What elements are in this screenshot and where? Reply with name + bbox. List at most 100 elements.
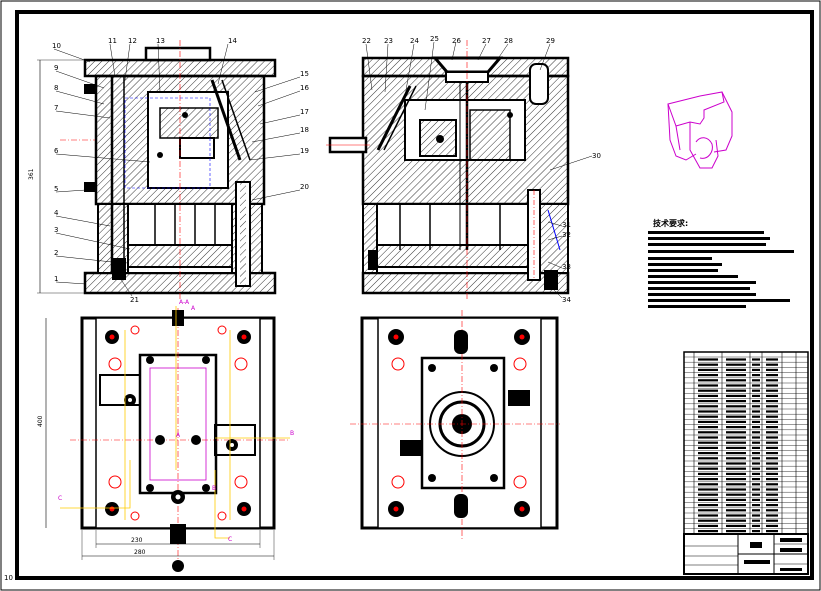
parts-list-cell-fill <box>698 368 718 371</box>
parts-list-cell-fill <box>726 493 746 496</box>
parts-list-cell-fill <box>766 452 778 455</box>
parts-list-cell-fill <box>752 405 760 408</box>
parts-list-cell-fill <box>726 400 746 403</box>
parts-list-cell-fill <box>698 358 718 361</box>
plan-height-label: 400 <box>37 415 44 427</box>
parts-list-cell-fill <box>698 504 718 507</box>
plan-view-right <box>350 310 560 540</box>
plan-marker: B <box>212 485 216 492</box>
parts-list-cell-fill <box>752 514 760 517</box>
parts-list-cell-fill <box>726 436 746 439</box>
part-label: 5 <box>54 185 58 193</box>
parts-list-cell-fill <box>766 415 778 418</box>
parts-list-cell-fill <box>698 431 718 434</box>
parts-list-cell-fill <box>726 394 746 397</box>
part-label: 12 <box>128 37 137 45</box>
part-label: 9 <box>54 64 58 72</box>
parts-list-cell-fill <box>766 379 778 382</box>
right-leaders <box>365 41 593 299</box>
part-label: 13 <box>156 37 165 45</box>
parts-list-cell-fill <box>726 384 746 387</box>
parts-list-cell-fill <box>726 488 746 491</box>
parts-list-cell-fill <box>698 441 718 444</box>
title-block <box>683 533 809 575</box>
parts-list-cell-fill <box>698 467 718 470</box>
parts-list-cell-fill <box>752 394 760 397</box>
section-mark: A-A <box>179 299 190 306</box>
parts-list-cell-fill <box>698 415 718 418</box>
parts-list-cell-fill <box>766 358 778 361</box>
plan-inner-width-label: 230 <box>131 537 143 544</box>
parts-list-cell-fill <box>726 426 746 429</box>
parts-list-cell-fill <box>726 530 746 533</box>
parts-list-cell-fill <box>766 504 778 507</box>
parts-list-cell-fill <box>752 493 760 496</box>
parts-list-cell-fill <box>752 478 760 481</box>
part-label: 6 <box>54 147 59 155</box>
parts-list-cell-fill <box>752 415 760 418</box>
part-label: 22 <box>362 37 371 45</box>
parts-list-cell-fill <box>752 504 760 507</box>
parts-list-cell-fill <box>726 374 746 377</box>
parts-list-cell-fill <box>698 519 718 522</box>
parts-list-cell-fill <box>752 431 760 434</box>
parts-list-cell-fill <box>726 379 746 382</box>
parts-list-cell-fill <box>726 457 746 460</box>
parts-list-cell-fill <box>698 394 718 397</box>
parts-list-cell-fill <box>766 405 778 408</box>
parts-list-cell-fill <box>766 426 778 429</box>
parts-list-cell-fill <box>698 400 718 403</box>
part-label: 26 <box>452 37 461 45</box>
parts-list-cell-fill <box>766 389 778 392</box>
parts-list-cell-fill <box>726 498 746 501</box>
parts-list-cell-fill <box>766 509 778 512</box>
parts-list-cell-fill <box>766 374 778 377</box>
parts-list-cell-fill <box>698 426 718 429</box>
parts-list-cell-fill <box>698 509 718 512</box>
parts-list-cell-fill <box>726 452 746 455</box>
parts-list-cell-fill <box>766 530 778 533</box>
parts-list-cell-fill <box>698 446 718 449</box>
part-label: 8 <box>54 84 58 92</box>
parts-list-cell-fill <box>726 405 746 408</box>
parts-list-cell-fill <box>752 389 760 392</box>
parts-list-cell-fill <box>698 530 718 533</box>
parts-list-cell-fill <box>766 483 778 486</box>
parts-list-cell-fill <box>752 379 760 382</box>
parts-list-cell-fill <box>766 446 778 449</box>
parts-list-cell-fill <box>726 467 746 470</box>
parts-list-cell-fill <box>752 384 760 387</box>
parts-list-cell-fill <box>766 488 778 491</box>
parts-list-cell-fill <box>698 452 718 455</box>
left-leaders <box>53 43 301 297</box>
parts-list-cell-fill <box>726 415 746 418</box>
plan-outer-width-label: 280 <box>134 549 146 556</box>
parts-list-cell-fill <box>726 514 746 517</box>
parts-list-cell-fill <box>726 509 746 512</box>
part-label: 1 <box>54 275 58 283</box>
parts-list-cell-fill <box>698 472 718 475</box>
parts-list-cell-fill <box>766 498 778 501</box>
inner-frame <box>15 10 814 580</box>
part-label: 29 <box>546 37 555 45</box>
part-label: 7 <box>54 104 58 112</box>
parts-list-cell-fill <box>766 493 778 496</box>
parts-list-cell-fill <box>726 441 746 444</box>
parts-list-cell-fill <box>698 488 718 491</box>
parts-list-cell-fill <box>726 483 746 486</box>
parts-list-cell-fill <box>726 519 746 522</box>
plan-marker: C <box>228 536 232 543</box>
parts-list-cell-fill <box>752 420 760 423</box>
parts-list-cell-fill <box>766 514 778 517</box>
part-label: 17 <box>300 108 309 116</box>
part-label: 4 <box>54 209 59 217</box>
parts-list-cell-fill <box>752 519 760 522</box>
plan-marker: B <box>290 430 294 437</box>
parts-list-cell-fill <box>766 472 778 475</box>
tech-requirements-title: 技术要求: <box>653 218 688 228</box>
parts-list-cell-fill <box>766 462 778 465</box>
parts-list-cell-fill <box>752 509 760 512</box>
parts-list-cell-fill <box>698 493 718 496</box>
parts-list-cell-fill <box>698 478 718 481</box>
parts-list-cell-fill <box>752 410 760 413</box>
